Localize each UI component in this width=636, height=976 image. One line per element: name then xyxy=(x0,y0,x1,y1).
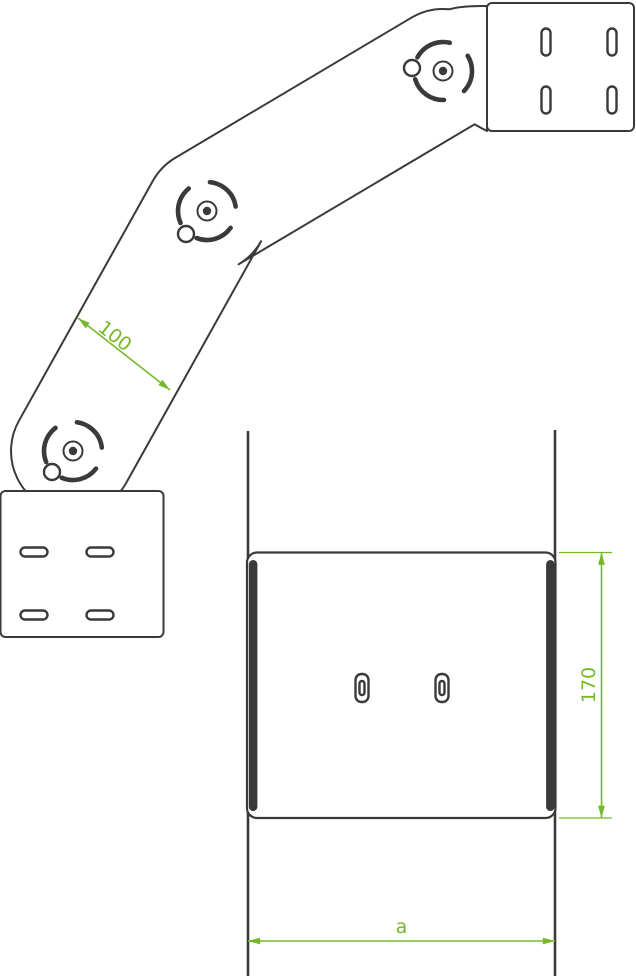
hinge-joint-3 xyxy=(41,419,105,483)
connector-body xyxy=(245,551,557,820)
hinge-pivot xyxy=(438,66,448,76)
center-slot-left xyxy=(354,672,370,704)
mounting-slot xyxy=(606,85,618,115)
left-end-plate xyxy=(0,490,165,638)
dimension-label-length: a xyxy=(396,916,408,938)
hinge-arc-slots xyxy=(41,419,105,483)
hinge-joint-2 xyxy=(175,179,239,244)
mounting-slot xyxy=(606,27,618,57)
hinge-arc-slots xyxy=(411,39,475,103)
slot-inner xyxy=(438,679,446,697)
front-view: 170 a xyxy=(245,430,612,976)
left-end-plate-face xyxy=(0,490,165,638)
right-end-plate xyxy=(486,2,635,132)
mounting-slot xyxy=(85,546,115,558)
plan-view-adjustable-bend: 100 xyxy=(0,2,635,638)
dimension-line xyxy=(77,317,171,391)
hinge-bolt-hole xyxy=(42,462,62,482)
dimension-height-170: 170 xyxy=(559,551,612,819)
hinge-arc-slots xyxy=(175,179,239,243)
mounting-slot xyxy=(19,609,49,621)
right-end-plate-face xyxy=(486,2,635,132)
dimension-length-a: a xyxy=(247,916,556,945)
hinge-bolt-hole xyxy=(402,58,422,78)
slot-inner xyxy=(358,679,366,697)
center-slot-right xyxy=(434,672,450,704)
right-flange-bar xyxy=(546,560,555,811)
mounting-slot xyxy=(540,27,552,57)
hinge-pivot xyxy=(68,446,78,456)
mounting-slot xyxy=(19,546,49,558)
mounting-slot xyxy=(85,609,115,621)
hinge-joint-1 xyxy=(402,39,475,103)
mounting-slot xyxy=(540,85,552,115)
hinge-bolt-hole xyxy=(176,224,196,244)
left-flange-bar xyxy=(248,560,258,811)
dimension-label-height: 170 xyxy=(578,667,600,703)
hinge-pivot xyxy=(202,206,212,216)
